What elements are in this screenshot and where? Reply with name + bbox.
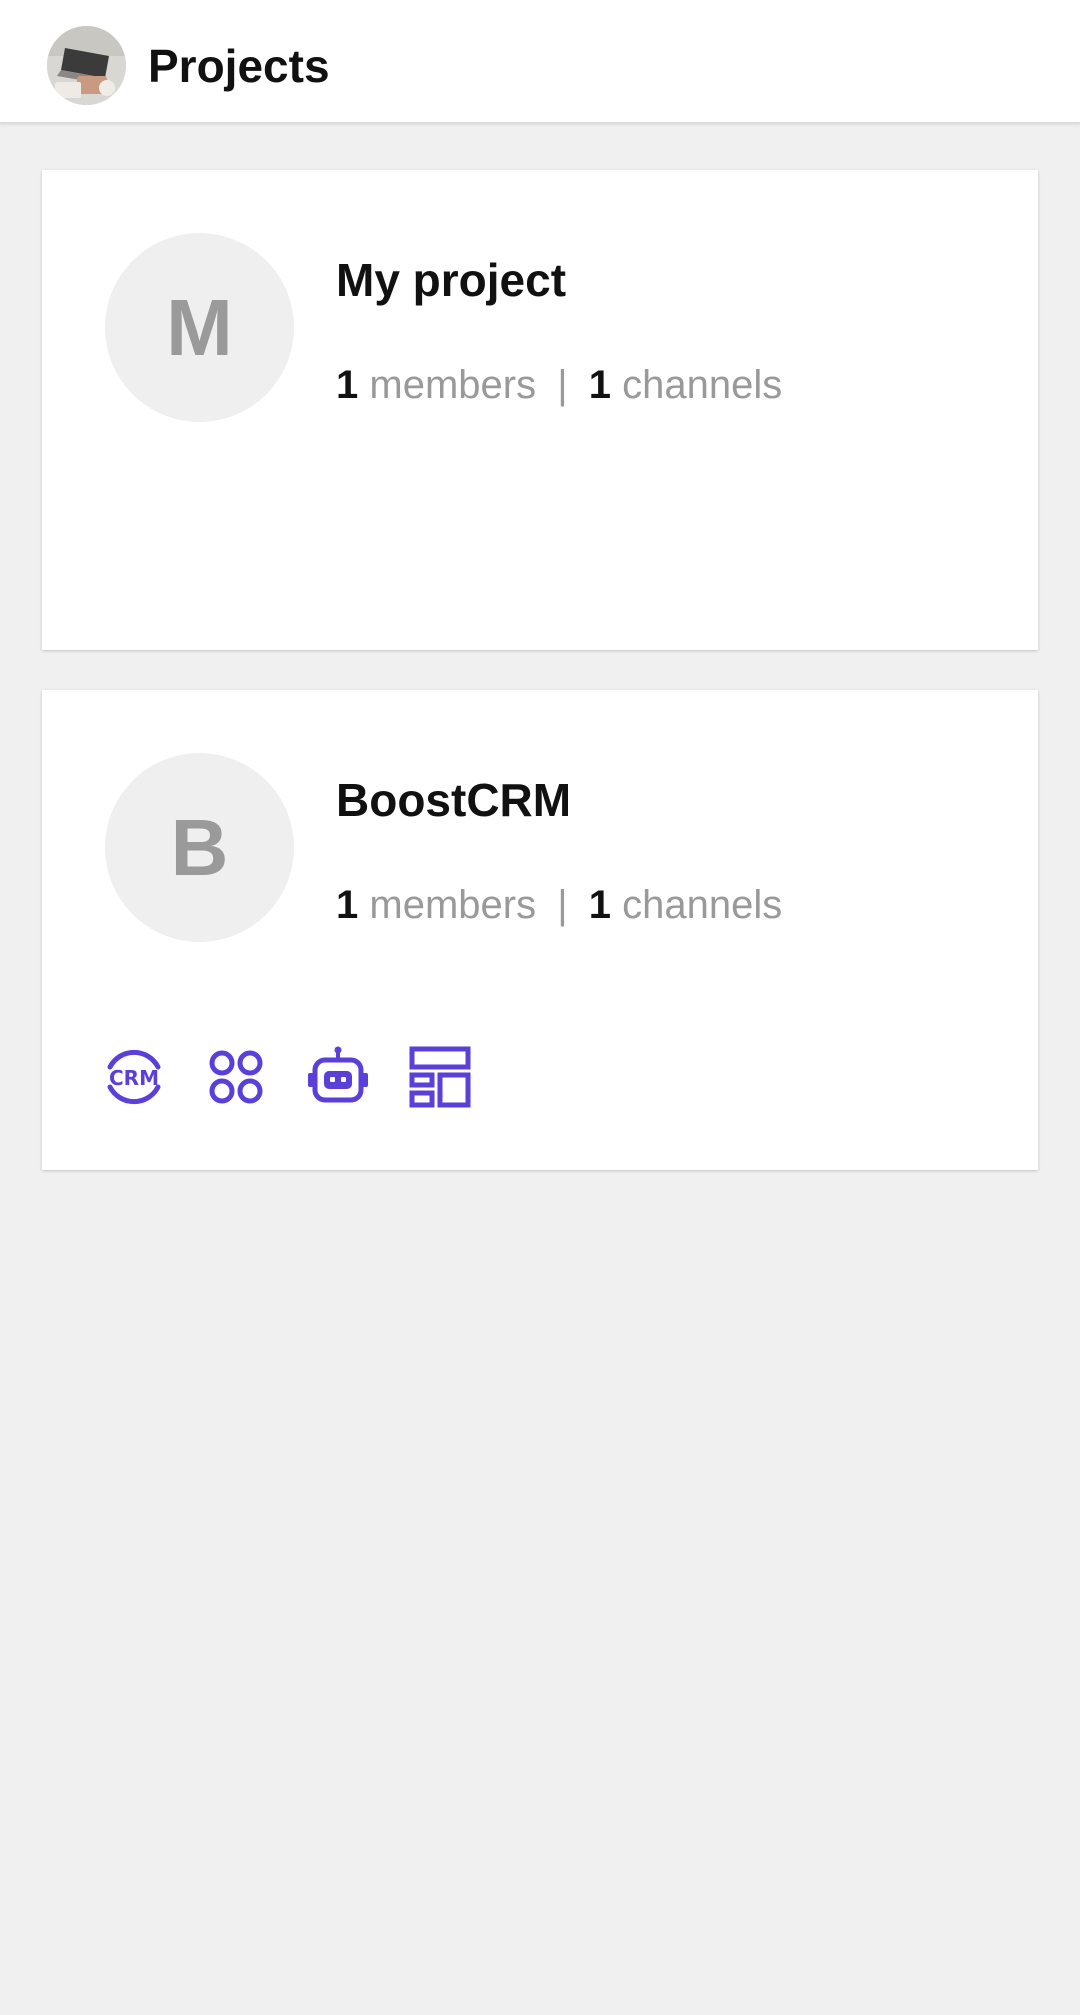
bot-icon[interactable] (306, 1045, 370, 1109)
project-stats: 1 members | 1 channels (336, 360, 782, 410)
channels-count: 1 (588, 363, 611, 407)
project-name: BoostCRM (336, 774, 572, 826)
members-label: members (369, 883, 537, 927)
project-card-my-project[interactable]: M My project 1 members | 1 channels (42, 170, 1038, 650)
project-apps: CRM (102, 1045, 472, 1109)
crm-icon[interactable]: CRM (102, 1045, 166, 1109)
channels-label: channels (622, 883, 783, 927)
project-initial-avatar: B (105, 753, 294, 942)
members-label: members (369, 363, 537, 407)
user-avatar-icon[interactable] (47, 26, 126, 105)
project-initial-avatar: M (105, 233, 294, 422)
stats-separator: | (557, 883, 568, 927)
project-name: My project (336, 254, 567, 306)
apps-grid-icon[interactable] (204, 1045, 268, 1109)
dashboard-layout-icon[interactable] (408, 1045, 472, 1109)
stats-separator: | (557, 363, 568, 407)
members-count: 1 (336, 883, 359, 927)
members-count: 1 (336, 363, 359, 407)
crm-icon-text: CRM (109, 1066, 159, 1090)
channels-label: channels (622, 363, 783, 407)
channels-count: 1 (588, 883, 611, 927)
project-card-boostcrm[interactable]: B BoostCRM 1 members | 1 channels CRM (42, 690, 1038, 1170)
app-header: Projects (0, 0, 1080, 124)
page-title: Projects (148, 40, 330, 92)
project-stats: 1 members | 1 channels (336, 880, 782, 930)
